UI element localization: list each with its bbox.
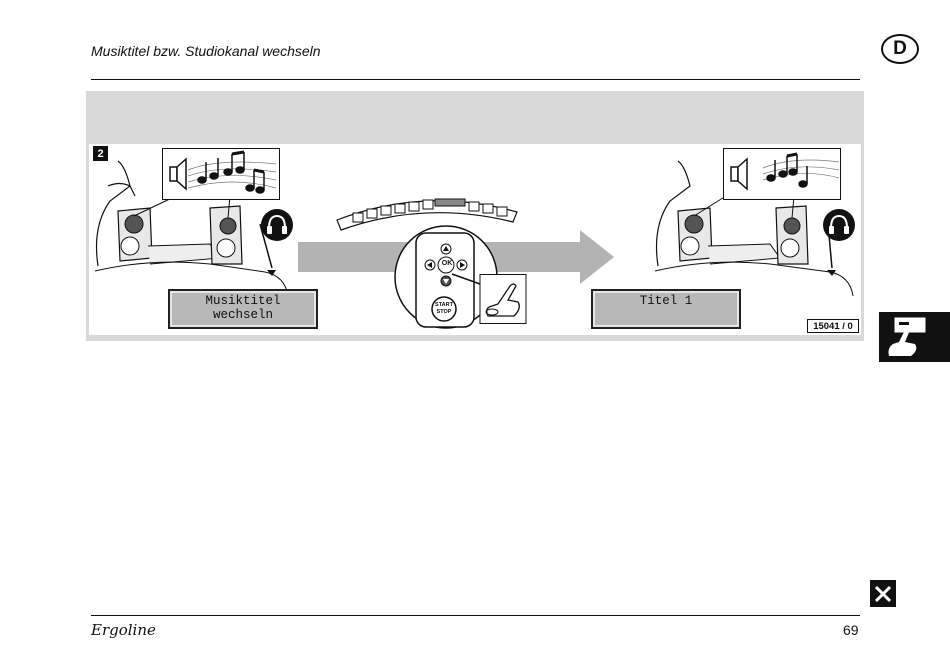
headphones-icon bbox=[823, 209, 855, 241]
solarium-left-illustration bbox=[94, 160, 289, 297]
right-speaker-grille bbox=[783, 217, 801, 235]
page-heading: Musiktitel bzw. Studiokanal wechseln bbox=[91, 43, 321, 59]
figure-reference: 15041 / 0 bbox=[807, 319, 859, 333]
solarium-right-illustration bbox=[654, 160, 854, 297]
close-icon bbox=[874, 585, 892, 602]
close-button[interactable] bbox=[870, 580, 896, 607]
headphones-icon bbox=[261, 209, 293, 241]
header-divider bbox=[91, 79, 860, 80]
language-badge: D bbox=[881, 34, 919, 64]
hand-press-icon bbox=[451, 273, 527, 324]
footer-divider bbox=[91, 615, 860, 616]
hand-press-icon bbox=[888, 317, 926, 356]
speaker-icon bbox=[723, 148, 841, 200]
led-strip bbox=[336, 198, 518, 231]
chapter-tab bbox=[879, 312, 950, 362]
ok-button-label: OK bbox=[441, 260, 453, 267]
display-after: Titel 1 bbox=[591, 289, 741, 329]
start-button-label: START bbox=[435, 302, 453, 308]
remote-control bbox=[394, 225, 498, 329]
page-number: 69 bbox=[843, 622, 859, 638]
display-before: Musiktitel wechseln bbox=[168, 289, 318, 329]
brand-logo: Ergoline bbox=[91, 621, 156, 639]
figure-number: 2 bbox=[93, 146, 108, 161]
left-speaker-grille bbox=[124, 214, 144, 234]
music-notes-icon bbox=[187, 150, 277, 194]
stop-button-label: STOP bbox=[436, 309, 452, 315]
right-speaker-grille bbox=[219, 217, 237, 235]
left-speaker-grille bbox=[684, 214, 704, 234]
